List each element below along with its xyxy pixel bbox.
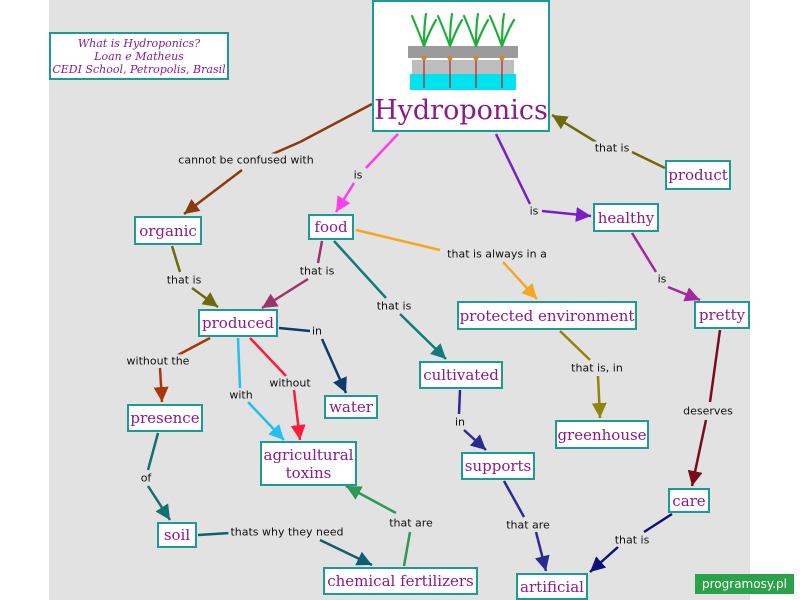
node-supports[interactable]: supports [461,452,535,480]
link-line-label-cannot-to-organic [183,169,243,215]
link-line-label-of-to-soil [146,485,172,521]
node-soil[interactable]: soil [157,522,197,548]
link-label-that-is-food: that is [297,264,337,278]
link-line-label-that-are-to-toxins [345,484,397,515]
watermark: programosy.pl [695,574,794,594]
link-line-supports-to-label-that-are [502,480,526,518]
link-line-label-deserves-to-care [687,419,708,487]
link-line-hydro-to-label-is-healthy [494,133,532,205]
node-water[interactable]: water [324,395,378,419]
hydroponic-plants-tray-icon [408,12,518,90]
link-line-produced-to-label-without-the [177,336,211,357]
link-line-label-without-to-toxins [290,389,306,441]
info-title: What is Hydroponics? [77,37,201,50]
link-line-soil-to-label-thats-why [197,531,231,537]
link-label-that-are-fertilizers: that are [387,516,435,530]
link-label-without-the: without the [124,354,192,368]
link-label-deserves: deserves [681,404,735,418]
link-line-label-that-is-to-artificial [589,546,619,573]
link-label-thats-why-they-need: thats why they need [228,525,346,539]
link-line-presence-to-label-of [146,432,160,471]
node-presence[interactable]: presence [127,404,203,432]
link-line-product-to-label-that-is [631,150,666,170]
link-line-label-that-is-to-produced [191,286,219,309]
link-line-label-in-to-supports [463,429,487,451]
link-label-that-is-in: that is, in [569,361,625,375]
node-care[interactable]: care [668,488,710,513]
link-line-fertilizers-to-label-that-are [402,531,412,567]
link-line-hydro-to-label-is-food [365,133,399,169]
link-line-label-with-to-toxins [247,401,285,441]
link-line-label-that-is-in-to-greenhouse [591,375,607,419]
info-box: What is Hydroponics? Loan e Matheus CEDI… [49,32,229,80]
link-label-is-healthy: is [527,204,541,218]
link-line-produced-to-label-without [249,337,287,377]
link-line-label-in-to-water [320,338,348,394]
node-food[interactable]: food [308,214,354,240]
link-line-label-is-to-pretty [667,285,701,302]
link-line-label-that-are-to-artificial [534,531,550,572]
link-line-cultivated-to-label-in [457,389,462,415]
link-line-food-to-label-that-is [316,240,324,264]
link-line-healthy-to-label-is [630,232,658,273]
node-product[interactable]: product [665,160,731,190]
link-label-cannot-be-confused-with: cannot be confused with [176,153,316,167]
link-line-hydro-to-label-cannot [267,102,373,158]
link-label-that-are-supports: that are [504,518,552,532]
link-label-that-is-always-in-a: that is always in a [445,247,549,261]
node-healthy[interactable]: healthy [593,203,659,232]
node-cultivated[interactable]: cultivated [419,361,503,389]
link-line-label-thats-why-to-fertilizers [319,538,373,567]
link-line-food-to-label-always [355,228,441,252]
node-greenhouse[interactable]: greenhouse [555,420,649,449]
link-line-label-that-is-to-hydro [551,113,597,144]
info-school: CEDI School, Petropolis, Brasil [52,63,226,76]
link-line-protected-to-label-that-is-in [559,330,591,361]
node-hydroponics[interactable]: Hydroponics [372,0,550,132]
link-line-produced-to-label-with [236,337,242,389]
link-label-that-is-product: that is [592,141,632,155]
node-protected-environment[interactable]: protected environment [457,301,637,330]
link-label-that-is-care: that is [612,533,652,547]
link-label-is-pretty: is [655,272,669,286]
node-agricultural-toxins[interactable]: agricultural toxins [260,441,357,486]
link-label-is-food: is [351,168,365,182]
link-label-with: with [227,388,255,402]
link-line-label-always-to-protected [502,261,538,300]
link-line-pretty-to-label-deserves [708,329,722,403]
link-label-in-supports: in [452,415,468,429]
link-line-produced-to-label-in [278,326,311,333]
node-produced[interactable]: produced [198,309,278,337]
link-line-food-to-label-that-is-cult [333,240,387,299]
link-line-label-is-healthy-to-healthy [541,207,592,222]
info-authors: Loan e Matheus [94,50,184,63]
node-artificial[interactable]: artificial [516,573,588,600]
node-chemical-fertilizers[interactable]: chemical fertilizers [323,567,478,595]
link-label-that-is-organic: that is [164,273,204,287]
link-label-in-water: in [309,324,325,338]
link-line-care-to-label-that-is [643,512,673,534]
hydroponics-title: Hydroponics [374,95,548,126]
link-line-label-is-food-to-food [334,182,356,213]
link-line-label-without-the-to-presence [153,367,169,403]
link-label-of: of [138,471,154,485]
node-organic[interactable]: organic [134,216,202,245]
link-label-that-is-cultivated: that is [374,299,414,313]
link-label-without: without [267,376,313,390]
link-line-organic-to-label-that-is [170,245,182,273]
link-line-label-that-is-to-cultivated [399,313,447,360]
node-pretty[interactable]: pretty [694,301,750,329]
link-line-label-that-is-to-produced-2 [261,277,309,310]
